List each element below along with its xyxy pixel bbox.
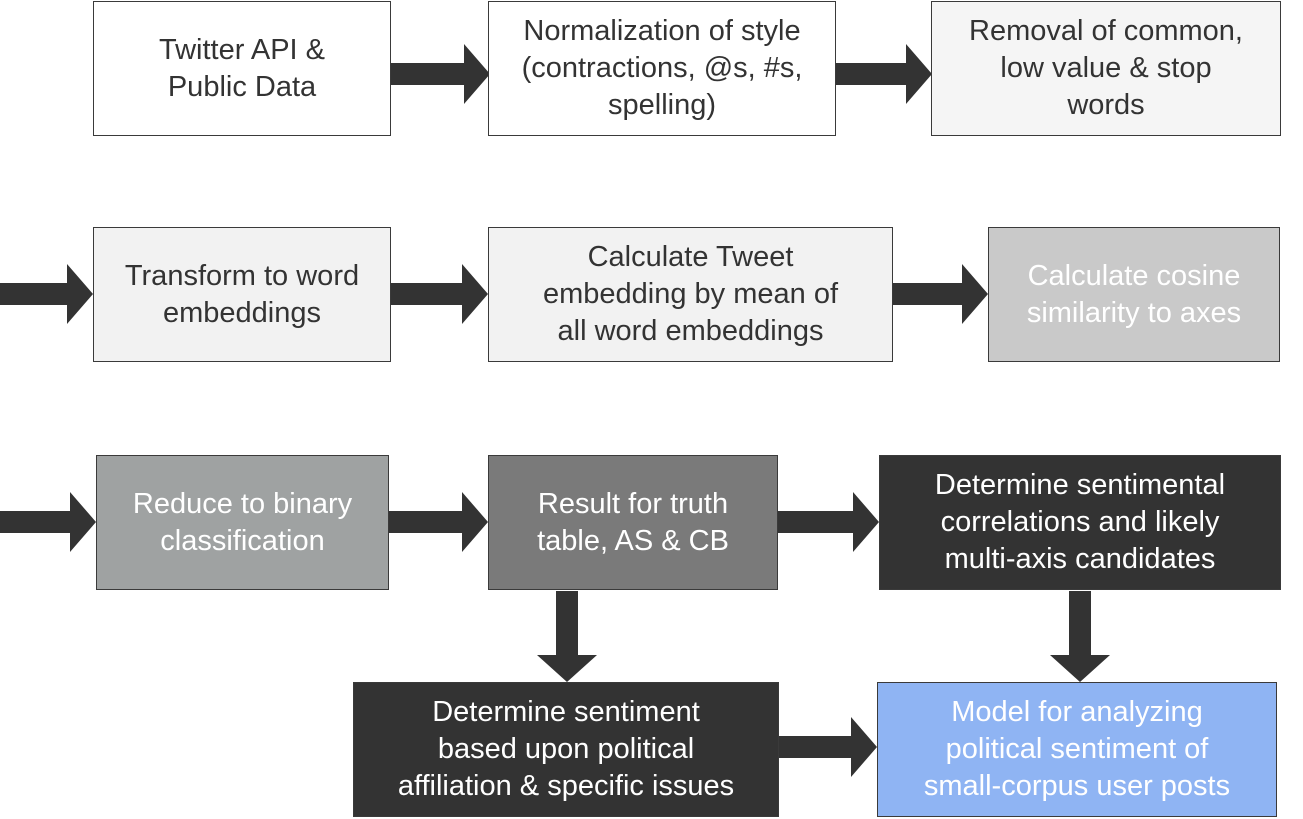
node-binary-line-2: classification (160, 524, 325, 557)
arrow-tweet-embedding-to-cosine (893, 264, 988, 324)
node-correlations: Determine sentimental correlations and l… (879, 455, 1281, 590)
arrow-into-binary (0, 492, 96, 552)
arrow-binary-to-truth-table (389, 492, 488, 552)
node-removal-line-1: Removal of common, (969, 15, 1243, 47)
node-removal-line-3: words (1067, 89, 1145, 121)
node-tweet-embedding-line-2: embedding by mean of (542, 278, 839, 310)
node-sentiment: Determine sentiment based upon political… (353, 682, 779, 817)
node-correlations-line-3: multi-axis candidates (944, 543, 1216, 575)
node-sentiment-line-1: Determine sentiment (432, 696, 700, 728)
node-cosine: Calculate cosine similarity to axes (988, 227, 1280, 362)
arrow-normalization-to-removal (836, 44, 932, 104)
node-transform: Transform to word embeddings (93, 227, 391, 362)
arrow-sentiment-to-model (779, 717, 877, 777)
node-model: Model for analyzing political sentiment … (877, 682, 1277, 817)
node-correlations-line-1: Determine sentimental (934, 469, 1226, 501)
node-model-line-1: Model for analyzing (951, 696, 1203, 728)
arrow-into-transform (0, 264, 93, 324)
node-twitter-api-line-2: Public Data (167, 70, 317, 103)
node-tweet-embedding-line-1: Calculate Tweet (587, 241, 794, 273)
arrow-transform-to-tweet-embedding (391, 264, 488, 324)
node-model-line-2: political sentiment of (945, 733, 1209, 765)
node-normalization-line-1: Normalization of style (523, 15, 801, 47)
node-normalization-line-2: (contractions, @s, #s, (521, 52, 803, 84)
node-truth-table: Result for truth table, AS & CB (488, 455, 778, 590)
node-cosine-line-1: Calculate cosine (1027, 259, 1241, 292)
arrow-truth-table-to-sentiment (537, 591, 597, 682)
node-tweet-embedding: Calculate Tweet embedding by mean of all… (488, 227, 893, 362)
node-twitter-api-line-1: Twitter API & (159, 33, 325, 66)
node-binary: Reduce to binary classification (96, 455, 389, 590)
arrow-twitter-to-normalization (391, 44, 490, 104)
node-normalization: Normalization of style (contractions, @s… (488, 1, 836, 136)
node-correlations-line-2: correlations and likely (940, 506, 1220, 538)
node-removal-line-2: low value & stop (1000, 52, 1212, 84)
node-binary-line-1: Reduce to binary (132, 487, 353, 520)
node-truth-table-line-2: table, AS & CB (537, 524, 729, 557)
node-normalization-line-3: spelling) (608, 89, 716, 121)
node-transform-line-1: Transform to word (124, 259, 360, 292)
node-model-line-3: small-corpus user posts (923, 770, 1231, 802)
node-sentiment-line-2: based upon political (437, 733, 695, 765)
node-truth-table-line-1: Result for truth (537, 487, 729, 520)
node-removal: Removal of common, low value & stop word… (931, 1, 1281, 136)
node-sentiment-line-3: affiliation & specific issues (397, 770, 735, 802)
node-twitter-api: Twitter API & Public Data (93, 1, 391, 136)
node-transform-line-2: embeddings (163, 296, 321, 329)
node-tweet-embedding-line-3: all word embeddings (557, 315, 824, 347)
node-cosine-line-2: similarity to axes (1026, 296, 1242, 329)
arrow-correlations-to-model (1050, 591, 1110, 682)
arrow-truth-table-to-correlations (778, 492, 879, 552)
